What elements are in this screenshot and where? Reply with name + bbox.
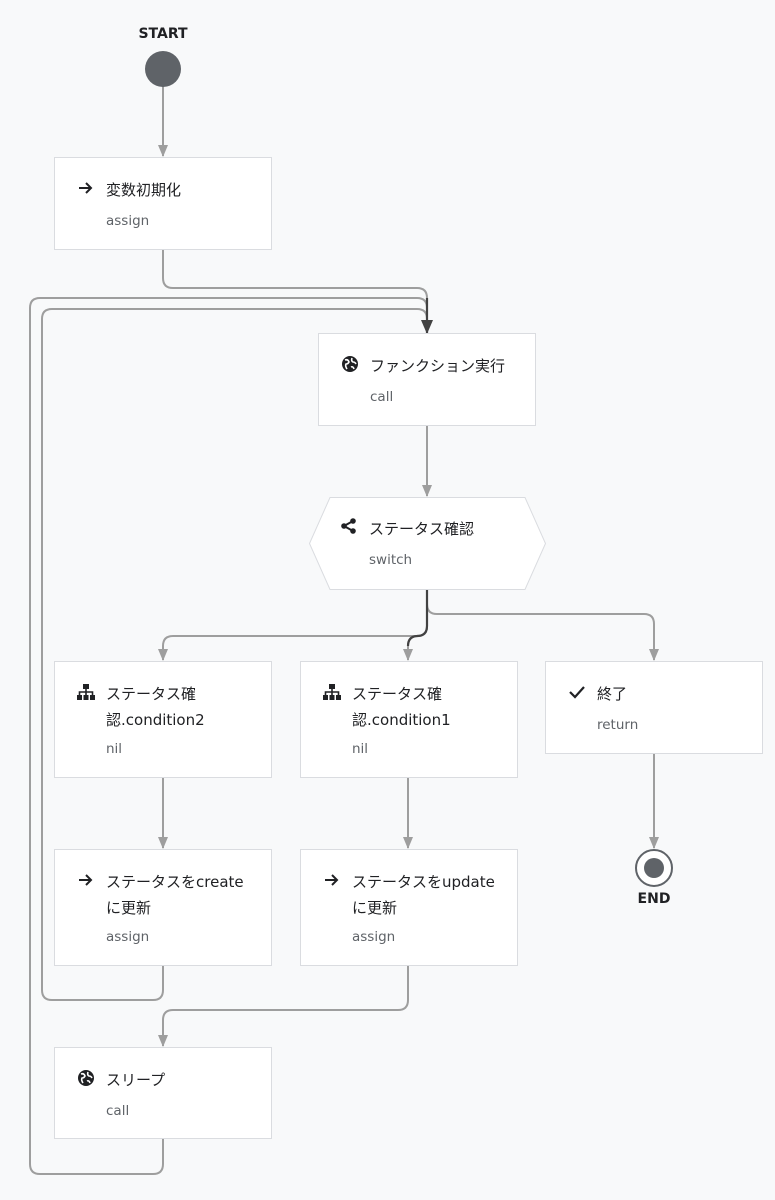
- edge-switch-to-finish: [426, 590, 659, 661]
- start-node[interactable]: [145, 51, 181, 87]
- node-type: return: [597, 717, 639, 733]
- node-title: ステータスをcreateに更新: [106, 873, 244, 917]
- node-title: 終了: [597, 685, 628, 703]
- edge-switch-to-cond2: [158, 590, 428, 661]
- edge-update-to-sleep: [158, 966, 409, 1047]
- node-condition1[interactable]: ステータス確認.condition1 nil: [300, 661, 518, 778]
- share-icon: [339, 517, 359, 537]
- arrow-right-icon: [76, 178, 96, 198]
- switch-shape: [309, 497, 546, 590]
- node-sleep[interactable]: スリープ call: [54, 1047, 272, 1139]
- start-label: START: [138, 26, 188, 42]
- sitemap-icon: [76, 682, 96, 702]
- node-type: nil: [106, 741, 123, 757]
- node-title: ステータス確認: [369, 520, 475, 538]
- edge-switch-to-cond1: [403, 590, 428, 661]
- node-finish[interactable]: 終了 return: [545, 661, 763, 754]
- arrow-right-icon: [76, 870, 96, 890]
- node-title: 変数初期化: [106, 181, 182, 199]
- edge-init-to-call: [162, 250, 432, 333]
- node-set-create[interactable]: ステータスをcreateに更新 assign: [54, 849, 272, 966]
- node-type: assign: [106, 929, 150, 945]
- edge-sleep-to-call: [29, 297, 428, 1175]
- node-title: ステータスをupdateに更新: [352, 873, 495, 917]
- arrow-right-icon: [322, 870, 342, 890]
- edge-create-to-call: [41, 308, 428, 1001]
- check-icon: [567, 682, 587, 702]
- node-condition2[interactable]: ステータス確認.condition2 nil: [54, 661, 272, 778]
- node-call-function[interactable]: ファンクション実行 call: [318, 333, 536, 426]
- node-title: ファンクション実行: [370, 357, 506, 375]
- node-check-status[interactable]: ステータス確認 switch: [309, 497, 546, 590]
- end-node-core: [644, 858, 664, 878]
- sitemap-icon: [322, 682, 342, 702]
- node-title: ステータス確認.condition1: [352, 685, 451, 729]
- end-label: END: [637, 891, 671, 907]
- node-init[interactable]: 変数初期化 assign: [54, 157, 272, 250]
- node-title: ステータス確認.condition2: [106, 685, 205, 729]
- node-set-update[interactable]: ステータスをupdateに更新 assign: [300, 849, 518, 966]
- node-type: switch: [369, 552, 413, 568]
- node-title: スリープ: [106, 1071, 166, 1089]
- node-type: assign: [106, 213, 150, 229]
- edge-highlight-switch: [406, 590, 429, 647]
- node-type: call: [370, 389, 394, 405]
- globe-icon: [340, 354, 360, 374]
- node-type: assign: [352, 929, 396, 945]
- node-type: call: [106, 1103, 130, 1119]
- end-node[interactable]: [635, 849, 673, 887]
- globe-icon: [76, 1068, 96, 1088]
- node-type: nil: [352, 741, 369, 757]
